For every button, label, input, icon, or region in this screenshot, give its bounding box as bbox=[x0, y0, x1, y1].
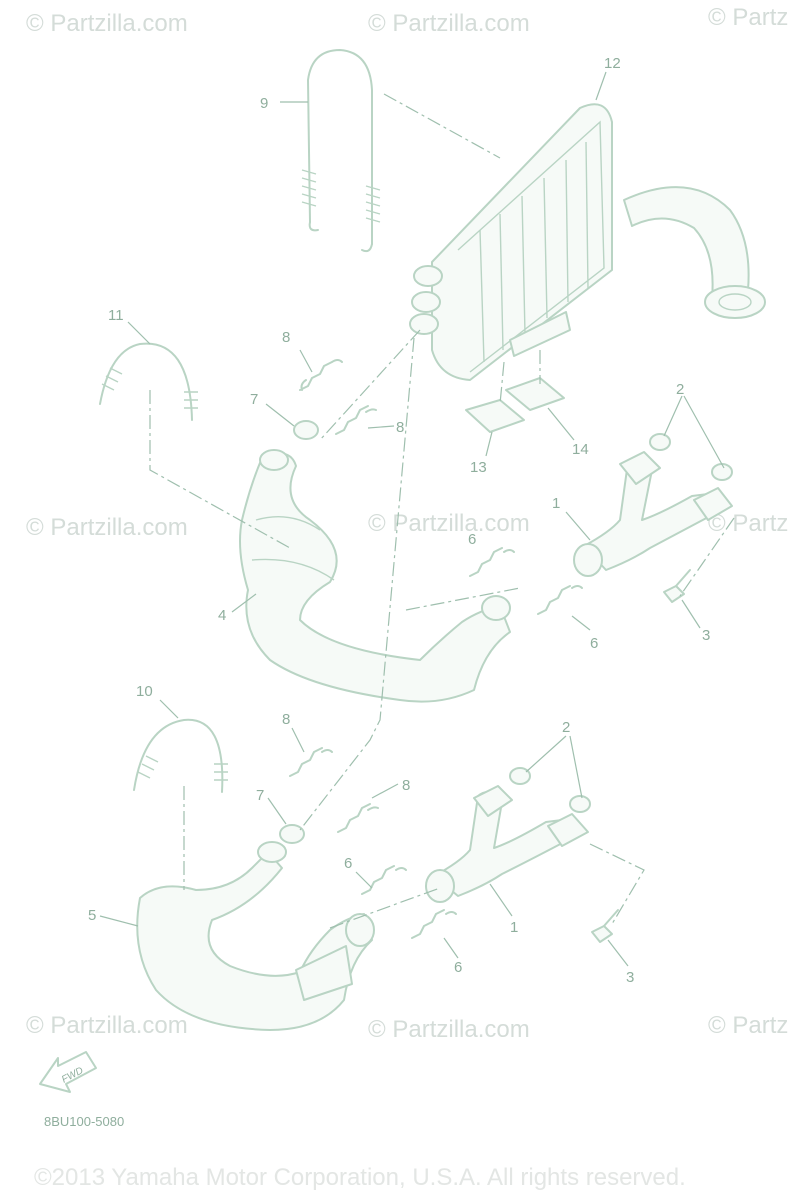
callout-12: 12 bbox=[604, 55, 621, 72]
expansion-chamber-upper[interactable] bbox=[239, 449, 511, 703]
callout-6: 6 bbox=[590, 635, 598, 652]
manifold-1-upper[interactable] bbox=[573, 451, 733, 577]
watermark: © Partzilla.com bbox=[368, 10, 530, 37]
callout-2: 2 bbox=[676, 381, 684, 398]
callout-8: 8 bbox=[396, 419, 404, 436]
leader-lines bbox=[99, 71, 725, 967]
callout-5: 5 bbox=[88, 907, 96, 924]
gasket-2-part[interactable] bbox=[509, 433, 733, 813]
bolt-3-part[interactable] bbox=[591, 569, 691, 943]
callout-14: 14 bbox=[572, 441, 589, 458]
spring-11-part[interactable] bbox=[99, 342, 198, 421]
callout-11: 11 bbox=[108, 307, 124, 324]
spring-10-part[interactable] bbox=[133, 718, 228, 793]
bracket-13-part[interactable] bbox=[465, 399, 525, 433]
fwd-label: FWD bbox=[60, 1065, 85, 1085]
silencer-part[interactable] bbox=[409, 103, 766, 381]
callout-3: 3 bbox=[626, 969, 634, 986]
expansion-chamber-lower[interactable] bbox=[136, 841, 375, 1031]
callout-6: 6 bbox=[344, 855, 352, 872]
diagram-code: 8BU100-5080 bbox=[44, 1114, 125, 1129]
callout-2: 2 bbox=[562, 719, 570, 736]
callout-6: 6 bbox=[468, 531, 476, 548]
manifold-1-lower[interactable] bbox=[425, 785, 589, 903]
bracket-14-part[interactable] bbox=[505, 377, 565, 411]
callout-8: 8 bbox=[282, 329, 290, 346]
callout-1: 1 bbox=[510, 919, 518, 936]
watermark: © Partzilla.com bbox=[26, 1012, 188, 1039]
watermark: © Partzilla.com bbox=[368, 1016, 530, 1043]
copyright-notice: ©2013 Yamaha Motor Corporation, U.S.A. A… bbox=[34, 1164, 686, 1191]
callout-7: 7 bbox=[250, 391, 258, 408]
gasket-7-part[interactable] bbox=[279, 420, 319, 844]
assembly-lines bbox=[149, 93, 735, 929]
callout-13: 13 bbox=[470, 459, 487, 476]
callout-6: 6 bbox=[454, 959, 462, 976]
callout-7: 7 bbox=[256, 787, 264, 804]
spring-9-part[interactable] bbox=[301, 49, 381, 253]
spring-6-part[interactable] bbox=[361, 547, 583, 939]
callout-labels: 9 12 11 8 7 8 2 13 14 1 4 6 3 6 10 8 7 8… bbox=[88, 55, 710, 986]
callout-10: 10 bbox=[136, 683, 153, 700]
watermark: © Partz bbox=[708, 1012, 789, 1039]
callout-8: 8 bbox=[402, 777, 410, 794]
watermark: © Partzilla.com bbox=[26, 514, 188, 541]
watermark: © Partz bbox=[708, 510, 789, 537]
watermark: © Partzilla.com bbox=[26, 10, 188, 37]
callout-4: 4 bbox=[218, 607, 226, 624]
callout-9: 9 bbox=[260, 95, 268, 112]
callout-3: 3 bbox=[702, 627, 710, 644]
fwd-arrow-icon: FWD bbox=[39, 1051, 97, 1093]
watermark: © Partz bbox=[708, 4, 789, 31]
callout-8: 8 bbox=[282, 711, 290, 728]
callout-1: 1 bbox=[552, 495, 560, 512]
watermark: © Partzilla.com bbox=[368, 510, 530, 537]
spring-8-part[interactable] bbox=[289, 359, 379, 833]
